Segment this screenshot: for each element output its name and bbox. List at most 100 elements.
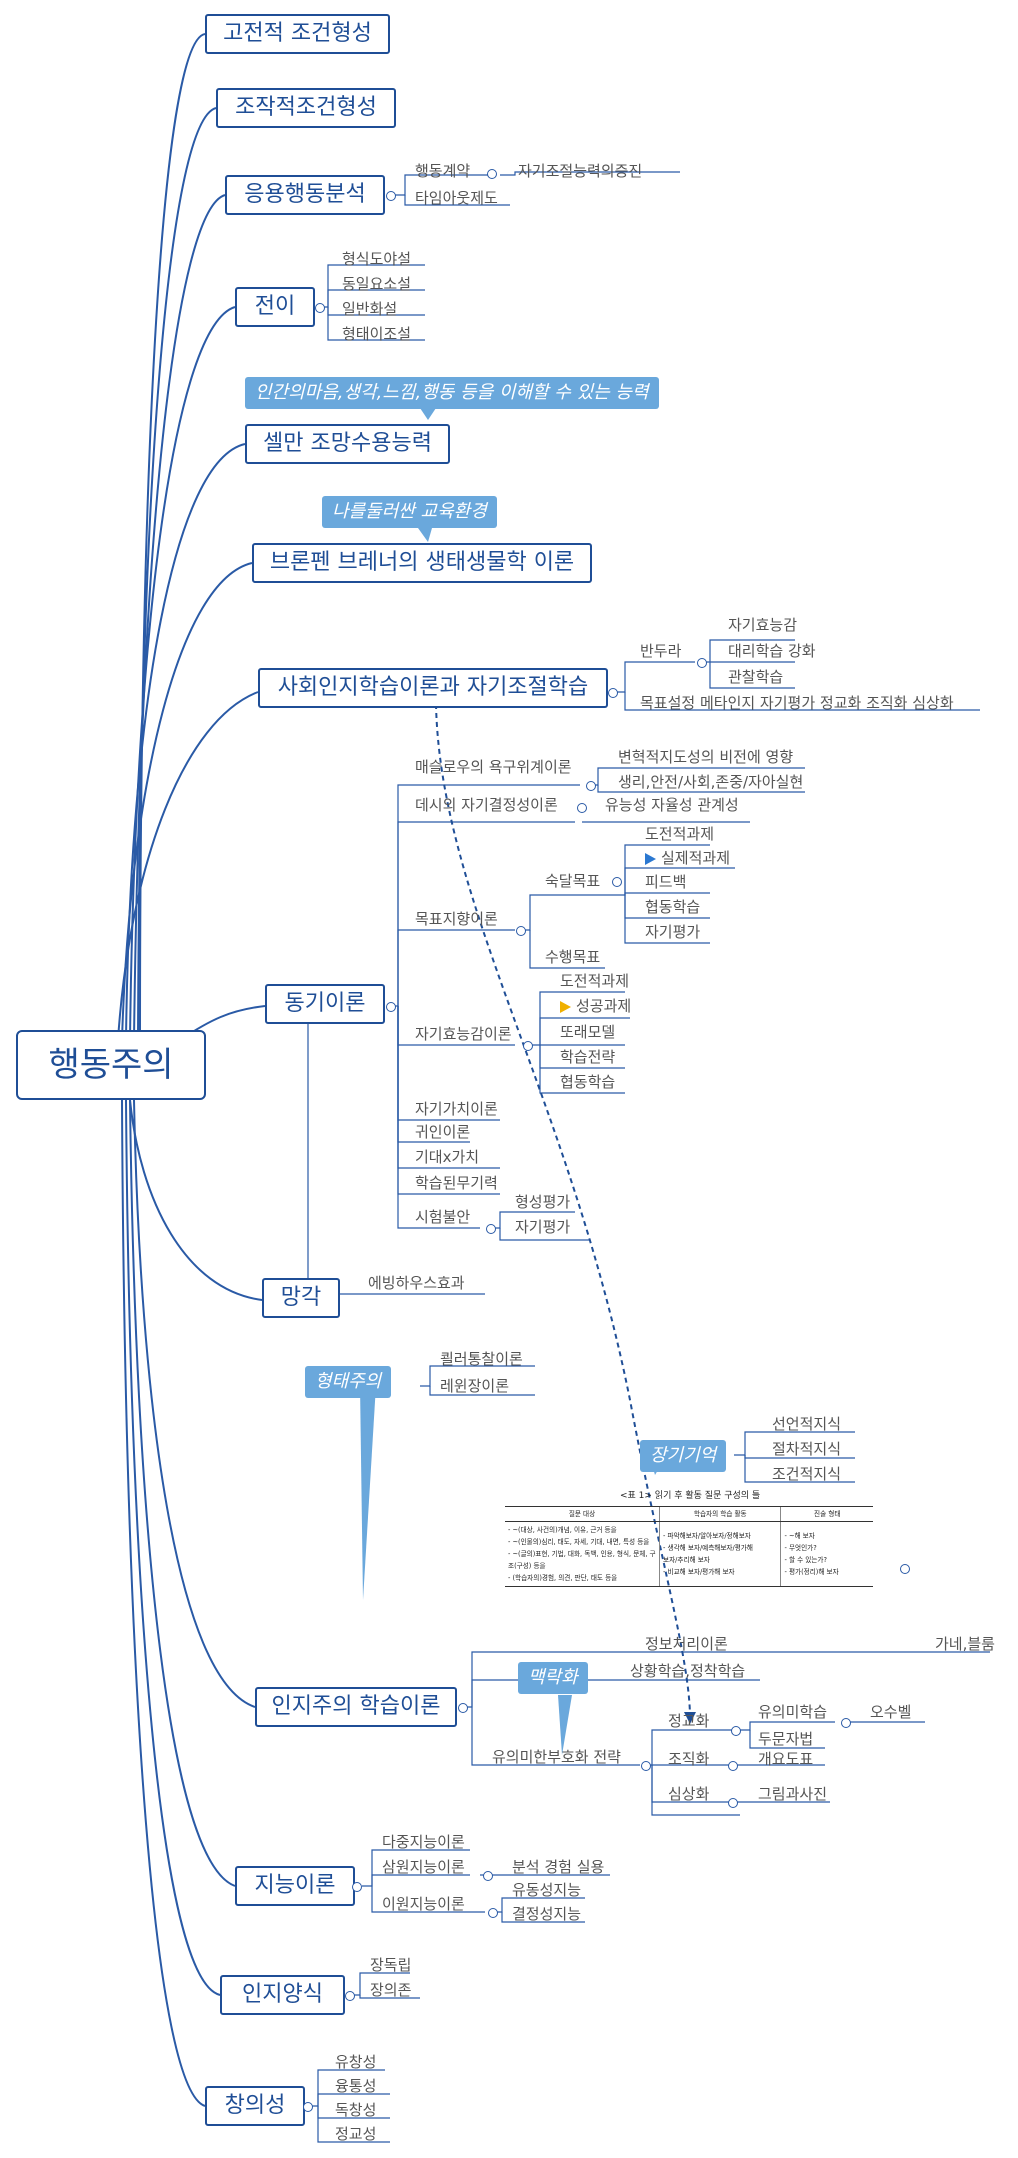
ltm-declarative[interactable]: 선언적지식 [772, 1415, 842, 1433]
efficacy-success[interactable]: 성공과제 [560, 997, 631, 1015]
mastery-authentic[interactable]: 실제적과제 [645, 849, 730, 867]
topic-classical-conditioning[interactable]: 고전적 조건형성 [205, 14, 390, 54]
gagne-bloom[interactable]: 가네,블룸 [935, 1635, 995, 1653]
anxiety-self-eval[interactable]: 자기평가 [515, 1218, 571, 1236]
elaboration-creativity[interactable]: 정교성 [335, 2125, 377, 2143]
deci[interactable]: 데시의 자기결정성이론 [415, 796, 558, 814]
expand-toggle[interactable] [486, 1224, 496, 1234]
goal-orientation[interactable]: 목표지향이론 [415, 910, 498, 928]
mastery-challenge[interactable]: 도전적과제 [645, 825, 715, 843]
meaningful-learning[interactable]: 유의미학습 [758, 1703, 828, 1721]
field-dependent[interactable]: 장의존 [370, 1981, 412, 1999]
ebbinghaus[interactable]: 에빙하우스효과 [368, 1274, 465, 1292]
abc-timeout[interactable]: 타임아웃제도 [415, 189, 498, 207]
learned-helplessness[interactable]: 학습된무기력 [415, 1174, 498, 1192]
maslow[interactable]: 매슬로우의 욕구위계이론 [415, 758, 572, 776]
callout-bronfenbrenner[interactable]: 나를둘러싼 교육환경 [322, 496, 497, 528]
srl-strategies[interactable]: 목표설정 메타인지 자기평가 정교화 조직화 심상화 [640, 694, 954, 712]
fluid-intelligence[interactable]: 유동성지능 [512, 1881, 582, 1899]
topic-selman[interactable]: 셀만 조망수용능력 [245, 424, 450, 464]
topic-creativity[interactable]: 창의성 [205, 2086, 305, 2126]
deci-needs[interactable]: 유능성 자율성 관계성 [605, 796, 739, 814]
organization[interactable]: 조직화 [668, 1750, 710, 1768]
expectancy-value[interactable]: 기대x가치 [415, 1148, 480, 1166]
expand-toggle[interactable] [900, 1564, 910, 1574]
performance-goal[interactable]: 수행목표 [545, 948, 601, 966]
root-topic[interactable]: 행동주의 [16, 1030, 206, 1100]
expand-toggle[interactable] [608, 688, 618, 698]
meaningful-encoding[interactable]: 유의미한부호화 전략 [492, 1748, 621, 1766]
expand-toggle[interactable] [345, 1991, 355, 2001]
maslow-levels[interactable]: 생리,안전/사회,존중/자아실현 [618, 773, 804, 791]
expand-toggle[interactable] [352, 1882, 362, 1892]
attribution[interactable]: 귀인이론 [415, 1123, 471, 1141]
flexibility[interactable]: 융통성 [335, 2077, 377, 2095]
expand-toggle[interactable] [697, 658, 707, 668]
maslow-vision[interactable]: 변혁적지도성의 비전에 영향 [618, 748, 794, 766]
expand-toggle[interactable] [458, 1703, 468, 1713]
mastery-self-eval[interactable]: 자기평가 [645, 923, 701, 941]
efficacy-strategy[interactable]: 학습전략 [560, 1048, 616, 1066]
info-processing[interactable]: 정보처리이론 [645, 1635, 728, 1653]
topic-bronfenbrenner[interactable]: 브론펜 브레너의 생태생물학 이론 [252, 543, 592, 583]
mastery-cooperative[interactable]: 협동학습 [645, 898, 701, 916]
self-efficacy-theory[interactable]: 자기효능감이론 [415, 1025, 512, 1043]
topic-cognitive-learning[interactable]: 인지주의 학습이론 [255, 1687, 457, 1727]
expand-toggle[interactable] [586, 781, 596, 791]
originality[interactable]: 독창성 [335, 2101, 377, 2119]
topic-motivation[interactable]: 동기이론 [265, 984, 385, 1024]
expand-toggle[interactable] [728, 1798, 738, 1808]
bandura[interactable]: 반두라 [640, 642, 682, 660]
field-independent[interactable]: 장독립 [370, 1956, 412, 1974]
expand-toggle[interactable] [728, 1761, 738, 1771]
callout-contextualization[interactable]: 맥락화 [518, 1662, 588, 1694]
efficacy-challenge[interactable]: 도전적과제 [560, 972, 630, 990]
multiple-intelligences[interactable]: 다중지능이론 [382, 1833, 465, 1851]
mastery-goal[interactable]: 숙달목표 [545, 872, 601, 890]
expand-toggle[interactable] [483, 1871, 493, 1881]
topic-cognitive-style[interactable]: 인지양식 [220, 1975, 345, 2015]
triarchic[interactable]: 삼원지능이론 [382, 1858, 465, 1876]
lewin-field[interactable]: 레윈장이론 [440, 1377, 510, 1395]
fluency[interactable]: 유창성 [335, 2053, 377, 2071]
topic-intelligence[interactable]: 지능이론 [235, 1866, 355, 1906]
two-factor[interactable]: 이원지능이론 [382, 1895, 465, 1913]
transfer-identical-elements[interactable]: 동일요소설 [342, 275, 412, 293]
topic-transfer[interactable]: 전이 [235, 287, 315, 327]
topic-forgetting[interactable]: 망각 [262, 1278, 340, 1318]
callout-selman[interactable]: 인간의마음,생각,느낌,행동 등을 이해할 수 있는 능력 [245, 377, 659, 409]
pictures[interactable]: 그림과사진 [758, 1785, 828, 1803]
outline-chart[interactable]: 개요도표 [758, 1750, 814, 1768]
situated-learning[interactable]: 상황학습,정착학습 [630, 1662, 746, 1680]
topic-social-cognitive[interactable]: 사회인지학습이론과 자기조절학습 [258, 668, 608, 708]
ltm-conditional[interactable]: 조건적지식 [772, 1465, 842, 1483]
abc-contract[interactable]: 행동계약 [415, 162, 471, 180]
bandura-self-efficacy[interactable]: 자기효능감 [728, 616, 798, 634]
bandura-vicarious[interactable]: 대리학습 강화 [728, 642, 816, 660]
test-anxiety[interactable]: 시험불안 [415, 1208, 471, 1226]
expand-toggle[interactable] [386, 1002, 396, 1012]
imagery[interactable]: 심상화 [668, 1785, 710, 1803]
abc-self-regulation[interactable]: 자기조절능력의증진 [518, 162, 643, 180]
anxiety-formative[interactable]: 형성평가 [515, 1193, 571, 1211]
transfer-transposition[interactable]: 형태이조설 [342, 325, 412, 343]
expand-toggle[interactable] [612, 877, 622, 887]
efficacy-cooperative[interactable]: 협동학습 [560, 1073, 616, 1091]
expand-toggle[interactable] [303, 2102, 313, 2112]
topic-applied-behavior-analysis[interactable]: 응용행동분석 [225, 175, 385, 215]
callout-gestalt[interactable]: 형태주의 [305, 1366, 392, 1398]
topic-operant-conditioning[interactable]: 조작적조건형성 [216, 88, 396, 128]
efficacy-peer-model[interactable]: 또래모델 [560, 1023, 616, 1041]
bandura-observational[interactable]: 관찰학습 [728, 668, 784, 686]
expand-toggle[interactable] [577, 803, 587, 813]
expand-toggle[interactable] [386, 191, 396, 201]
callout-long-term-memory[interactable]: 장기기억 [640, 1440, 727, 1472]
ltm-procedural[interactable]: 절차적지식 [772, 1440, 842, 1458]
expand-toggle[interactable] [841, 1718, 851, 1728]
expand-toggle[interactable] [488, 1908, 498, 1918]
expand-toggle[interactable] [731, 1726, 741, 1736]
triarchic-parts[interactable]: 분석 경험 실용 [512, 1858, 605, 1876]
expand-toggle[interactable] [641, 1761, 651, 1771]
acronym-method[interactable]: 두문자법 [758, 1730, 814, 1748]
expand-toggle[interactable] [315, 303, 325, 313]
